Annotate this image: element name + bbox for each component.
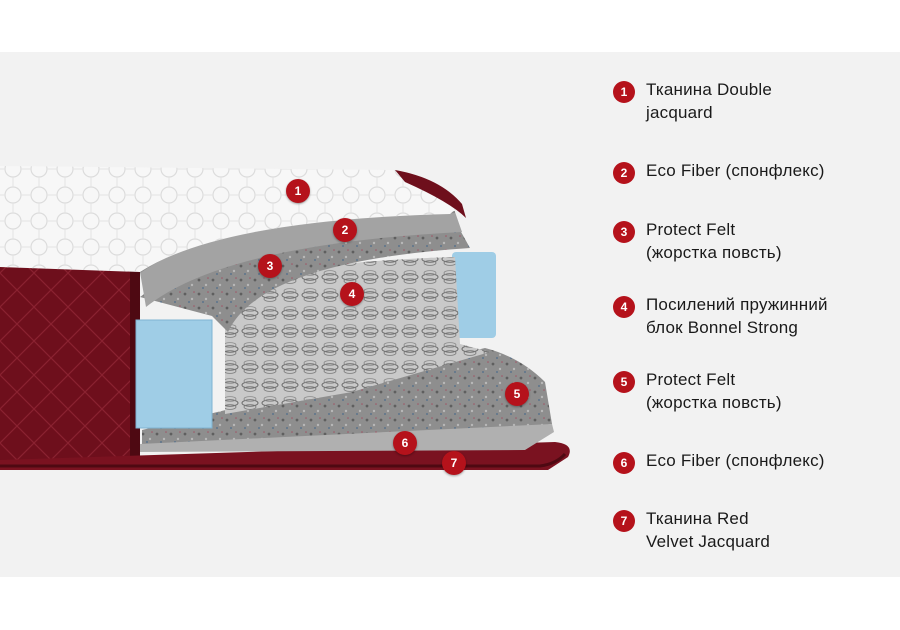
legend-item-3: 3 Protect Felt(жорстка повсть)	[613, 218, 782, 264]
legend-badge: 4	[613, 296, 635, 318]
callout-2: 2	[333, 218, 357, 242]
callout-4: 4	[340, 282, 364, 306]
legend-label: Protect Felt(жорстка повсть)	[646, 370, 782, 412]
legend-badge: 6	[613, 452, 635, 474]
legend-label: Eco Fiber (спонфлекс)	[646, 161, 825, 180]
top-jacquard-cover	[0, 166, 466, 272]
mattress-cross-section	[0, 166, 570, 470]
legend-item-2: 2 Eco Fiber (спонфлекс)	[613, 159, 825, 184]
velvet-side	[0, 260, 140, 465]
callout-3: 3	[258, 254, 282, 278]
legend-badge: 5	[613, 371, 635, 393]
legend-badge: 3	[613, 221, 635, 243]
foam-block-right	[452, 252, 496, 338]
legend-badge: 7	[613, 510, 635, 532]
legend-item-5: 5 Protect Felt(жорстка повсть)	[613, 368, 782, 414]
legend-label: Protect Felt(жорстка повсть)	[646, 220, 782, 262]
callout-7: 7	[442, 451, 466, 475]
fiber-layer-top	[140, 212, 462, 307]
callout-1: 1	[286, 179, 310, 203]
legend-badge: 2	[613, 162, 635, 184]
felt-layer-top	[140, 230, 470, 332]
foam-block-left	[136, 320, 212, 428]
bottom-felt-layer	[142, 348, 552, 444]
legend-badge: 1	[613, 81, 635, 103]
legend-item-6: 6 Eco Fiber (спонфлекс)	[613, 449, 825, 474]
callout-6: 6	[393, 431, 417, 455]
callout-5: 5	[505, 382, 529, 406]
bottom-fiber-layer	[140, 424, 554, 452]
legend-label: Eco Fiber (спонфлекс)	[646, 451, 825, 470]
